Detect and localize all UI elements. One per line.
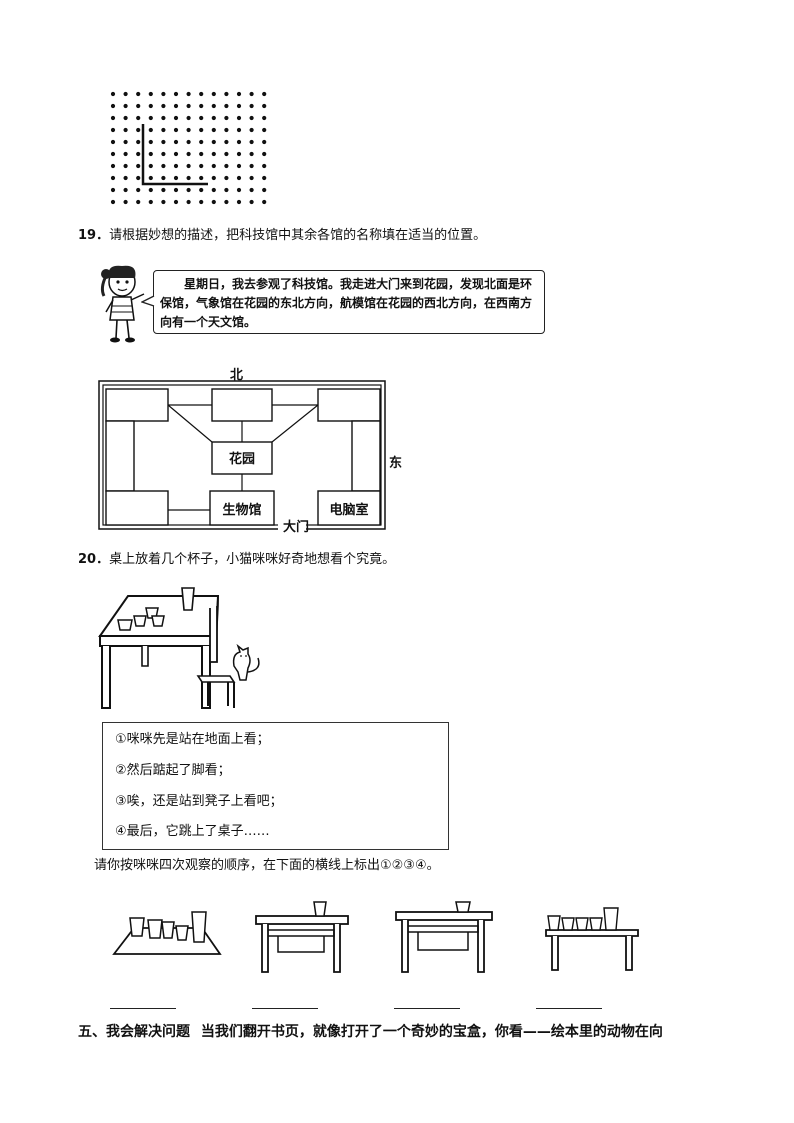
map-gate: 大门 [283,520,310,535]
section5-heading: 五、我会解决问题 当我们翻开书页，就像打开了一个奇妙的宝盒，你看——绘本里的动物… [78,1023,663,1041]
speech-bubble: 星期日，我去参观了科技馆。我走进大门来到花园，发现北面是环保馆，气象馆在花园的东… [153,270,545,334]
dot-grid [110,91,267,205]
answer-blank-3[interactable] [394,1008,460,1009]
table-cat-illustration [98,587,260,709]
section5-text: 当我们翻开书页，就像打开了一个奇妙的宝盒，你看——绘本里的动物在向 [200,1024,663,1040]
girl-illustration [100,265,145,343]
q20-instruction: 请你按咪咪四次观察的顺序，在下面的横线上标出①②③④。 [94,858,440,873]
q19-prompt: 19．请根据妙想的描述，把科技馆中其余各馆的名称填在适当的位置。 [78,228,487,243]
answer-blank-2[interactable] [252,1008,318,1009]
map-biology: 生物馆 [222,503,262,518]
map-garden: 花园 [228,452,255,467]
step-3: ③唉，还是站到凳子上看吧； [115,794,283,809]
speech-text: 星期日，我去参观了科技馆。我走进大门来到花园，发现北面是环保馆，气象馆在花园的东… [160,277,533,329]
view-4-table [545,907,639,971]
map-north-label: 北 [230,368,244,383]
science-museum-map [98,380,386,532]
answer-blank-4[interactable] [536,1008,602,1009]
map-computer: 电脑室 [329,503,369,518]
step-1: ①咪咪先是站在地面上看； [115,732,270,747]
step-4: ④最后，它跳上了桌子…… [115,824,270,839]
section5-title: 五、我会解决问题 [78,1024,190,1040]
q20-prompt: 20．桌上放着几个杯子，小猫咪咪好奇地想看个究竟。 [78,552,396,567]
steps-box: ①咪咪先是站在地面上看； ②然后踮起了脚看； ③唉，还是站到凳子上看吧； ④最后… [102,722,449,850]
answer-blank-1[interactable] [110,1008,176,1009]
speech-tail [141,295,155,307]
map-east-label: 东 [389,456,403,471]
step-2: ②然后踮起了脚看； [115,763,231,778]
view-1-floor [112,911,222,955]
view-3-table [395,901,493,973]
view-2-table [255,901,349,973]
